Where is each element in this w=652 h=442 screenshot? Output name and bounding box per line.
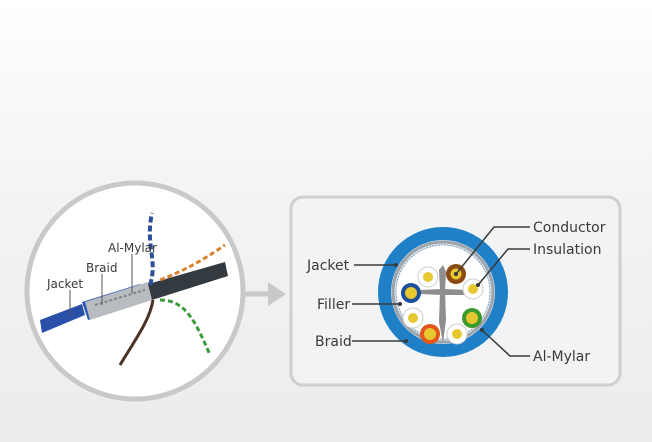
pair <box>462 308 482 328</box>
label-braid: Braid <box>315 334 352 350</box>
label-filler: Filler <box>317 297 350 313</box>
label-insulation: Insulation <box>533 242 601 258</box>
pair <box>446 323 468 345</box>
pair <box>417 266 439 288</box>
label-conductor: Conductor <box>533 220 606 236</box>
cable-braid <box>85 282 152 320</box>
cable-jacket <box>40 304 85 333</box>
leader-lines <box>352 226 530 357</box>
cable-photo: Jacket Braid Al-Mylar <box>24 180 246 402</box>
pair <box>420 324 440 344</box>
label-al-mylar: Al-Mylar <box>533 349 590 365</box>
cross-section-panel: Conductor Insulation Jacket Filler Braid… <box>289 195 622 387</box>
arrow-icon <box>242 282 286 306</box>
photo-label-jacket: Jacket <box>46 277 83 291</box>
label-jacket: Jacket <box>306 258 350 274</box>
photo-label-al-mylar: Al-Mylar <box>108 241 157 255</box>
photo-label-braid: Braid <box>86 261 117 275</box>
pair <box>402 307 424 329</box>
pair <box>401 283 421 303</box>
